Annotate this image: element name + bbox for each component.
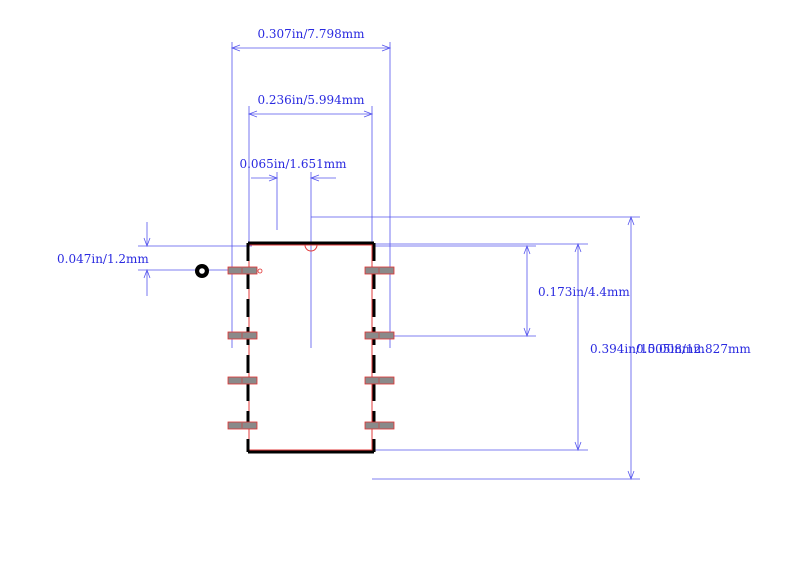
pad-4 xyxy=(227,421,258,430)
pad-7 xyxy=(364,331,395,340)
body-length-label: 0.394in/10.008mm xyxy=(590,342,705,356)
courtyard-outline xyxy=(248,244,373,451)
pads-left xyxy=(227,266,258,430)
overall-length-dimension: 0.505in/12.827mm xyxy=(311,215,751,481)
pad-2 xyxy=(227,331,258,340)
pad-span-label: 0.236in/5.994mm xyxy=(257,93,365,107)
pad-height-dimension: 0.047in/1.2mm xyxy=(57,222,252,296)
pad-span-dimension: 0.236in/5.994mm xyxy=(247,93,374,336)
pin1-pad-dot xyxy=(257,268,263,274)
body-width-label: 0.173in/4.4mm xyxy=(538,285,630,299)
pad-6 xyxy=(364,376,395,385)
overall-width-label: 0.307in/7.798mm xyxy=(257,27,365,41)
overall-length-label: 0.505in/12.827mm xyxy=(636,342,751,356)
pad-8 xyxy=(364,266,395,275)
pad-1 xyxy=(227,266,258,275)
pitch-label: 0.065in/1.651mm xyxy=(239,157,347,171)
pitch-dimension: 0.065in/1.651mm xyxy=(239,157,347,348)
pads-right xyxy=(364,266,395,430)
body-width-dimension: 0.173in/4.4mm xyxy=(372,244,630,338)
overall-width-dimension: 0.307in/7.798mm xyxy=(230,27,392,348)
pad-height-label: 0.047in/1.2mm xyxy=(57,252,149,266)
ring-icon xyxy=(195,264,209,278)
pad-5 xyxy=(364,421,395,430)
pad-3 xyxy=(227,376,258,385)
body-length-dimension: 0.394in/10.008mm xyxy=(372,242,705,452)
body-outline xyxy=(246,241,376,454)
